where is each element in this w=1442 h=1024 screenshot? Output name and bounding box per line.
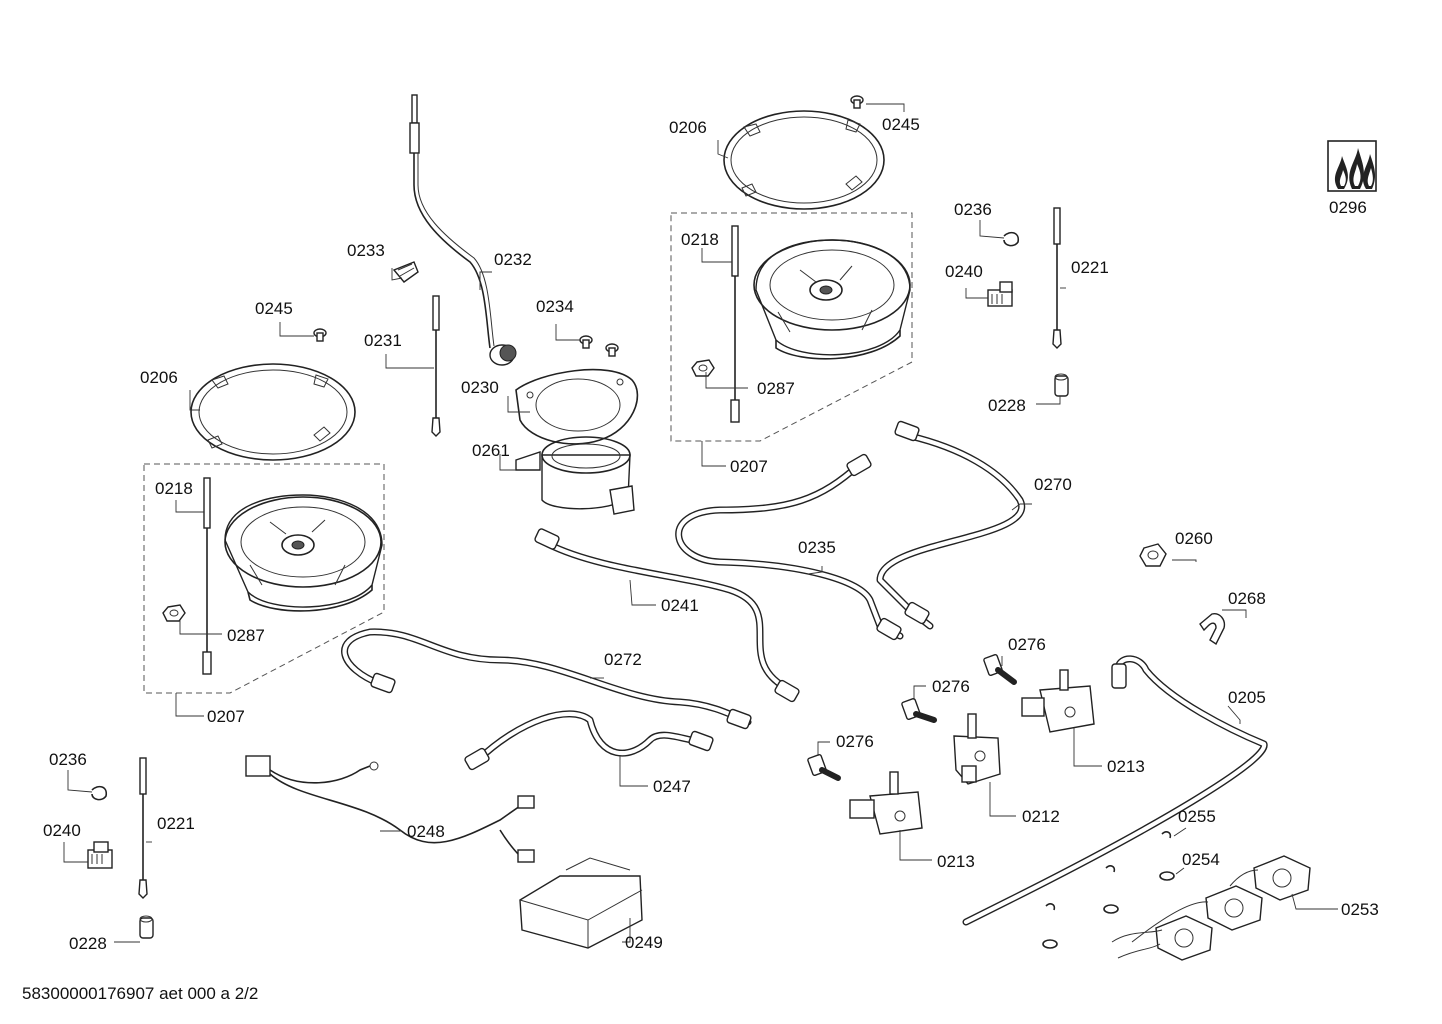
callout-0236-left: 0236 xyxy=(49,750,87,769)
gas-valve-0212 xyxy=(953,713,1001,785)
callout-0213-upper: 0213 xyxy=(1107,757,1145,776)
clips-0255 xyxy=(1045,831,1172,911)
callout-0240-left: 0240 xyxy=(43,821,81,840)
callout-0218-left: 0218 xyxy=(155,479,193,498)
callout-0268: 0268 xyxy=(1228,589,1266,608)
callout-0228-right: 0228 xyxy=(988,396,1026,415)
burner-base-right xyxy=(753,239,911,360)
callout-0233: 0233 xyxy=(347,241,385,260)
callout-0207-left: 0207 xyxy=(207,707,245,726)
callout-0276-b: 0276 xyxy=(932,677,970,696)
callout-0228-left: 0228 xyxy=(69,934,107,953)
screw-0234-a xyxy=(579,335,593,349)
callout-0247: 0247 xyxy=(653,777,691,796)
callout-0221-left: 0221 xyxy=(157,814,195,833)
clip-0236-right xyxy=(1003,231,1020,247)
callout-0245-right: 0245 xyxy=(882,115,920,134)
thermocouple-probe-right xyxy=(730,225,740,423)
wiring-harness-0248 xyxy=(245,755,535,863)
sleeve-0228-right xyxy=(1054,373,1069,397)
screw-0245-left xyxy=(313,328,327,342)
screw-0234-b xyxy=(605,343,619,357)
gas-valve-0213-upper xyxy=(1021,669,1095,733)
callout-0240-right: 0240 xyxy=(945,262,983,281)
callout-0213-lower: 0213 xyxy=(937,852,975,871)
gas-valve-0213-lower xyxy=(849,771,923,835)
thermocouple-cable xyxy=(409,94,517,366)
thermocouple-probe-left xyxy=(202,477,212,675)
callout-0234: 0234 xyxy=(536,297,574,316)
callout-0270: 0270 xyxy=(1034,475,1072,494)
lock-nut-0260 xyxy=(1139,543,1167,567)
callout-0287-right: 0287 xyxy=(757,379,795,398)
ignition-switch-3 xyxy=(1155,915,1213,961)
burner-base-left xyxy=(224,494,383,612)
nut-right xyxy=(691,359,715,377)
gasket-0230 xyxy=(515,368,639,445)
callout-0287-left: 0287 xyxy=(227,626,265,645)
gas-tube-0241 xyxy=(544,540,794,694)
ignition-box-0249 xyxy=(519,857,643,949)
injector-0240-left xyxy=(87,841,113,869)
nut-left xyxy=(162,604,186,622)
sleeve-0228-left xyxy=(139,915,154,939)
callout-0231: 0231 xyxy=(364,331,402,350)
callout-0248: 0248 xyxy=(407,822,445,841)
callout-0245-left: 0245 xyxy=(255,299,293,318)
callout-0221-right: 0221 xyxy=(1071,258,1109,277)
callout-0260: 0260 xyxy=(1175,529,1213,548)
tube-fittings xyxy=(370,420,1127,771)
callout-0232: 0232 xyxy=(494,250,532,269)
callout-0254: 0254 xyxy=(1182,850,1220,869)
callout-0206-right: 0206 xyxy=(669,118,707,137)
bolt-0276-c xyxy=(807,754,841,781)
gas-tube-0270 xyxy=(876,432,1026,630)
callout-0205: 0205 xyxy=(1228,688,1266,707)
clip-0236-left xyxy=(91,785,108,801)
callout-0276-a: 0276 xyxy=(1008,635,1046,654)
ignition-electrode-left-top xyxy=(431,295,441,437)
leader-lines xyxy=(63,103,1338,943)
callout-0255: 0255 xyxy=(1178,807,1216,826)
callout-0241: 0241 xyxy=(661,596,699,615)
ignition-electrode-right xyxy=(1052,207,1062,349)
burner-assembly-box-left xyxy=(143,463,385,694)
gas-tube-0272 xyxy=(341,628,752,726)
callout-0236-right: 0236 xyxy=(954,200,992,219)
seal-ring-left xyxy=(190,363,356,461)
screw-0245-right xyxy=(850,95,864,109)
switch-wires xyxy=(1111,869,1259,959)
callout-0276-c: 0276 xyxy=(836,732,874,751)
callout-0212: 0212 xyxy=(1022,807,1060,826)
callout-0249: 0249 xyxy=(625,933,663,952)
document-id: 58300000176907 aet 000 a 2/2 xyxy=(22,984,259,1003)
callout-0253: 0253 xyxy=(1341,900,1379,919)
ignition-switch-2 xyxy=(1205,885,1263,931)
callout-0230: 0230 xyxy=(461,378,499,397)
gas-flame-icon xyxy=(1327,140,1377,192)
callout-0261: 0261 xyxy=(472,441,510,460)
gas-tube-0247 xyxy=(474,710,704,764)
callout-0207-right: 0207 xyxy=(730,457,768,476)
seal-ring-right xyxy=(723,110,885,210)
washers-0254 xyxy=(1042,871,1175,949)
injector-0240-right xyxy=(987,281,1013,307)
ignition-switch-1 xyxy=(1253,855,1311,901)
gas-rail-0205 xyxy=(962,655,1268,926)
callout-0218-right: 0218 xyxy=(681,230,719,249)
ignition-electrode-left xyxy=(138,757,148,899)
bolt-0276-b xyxy=(901,698,937,723)
clip-0268 xyxy=(1199,613,1226,646)
bolt-0276-a xyxy=(983,654,1017,685)
callout-0296: 0296 xyxy=(1329,198,1367,217)
burner-cup-0261 xyxy=(515,436,635,515)
burner-assembly-box-right xyxy=(670,212,913,442)
callout-0206-left: 0206 xyxy=(140,368,178,387)
callout-0235: 0235 xyxy=(798,538,836,557)
gas-tube-0235 xyxy=(675,460,904,640)
callout-0272: 0272 xyxy=(604,650,642,669)
